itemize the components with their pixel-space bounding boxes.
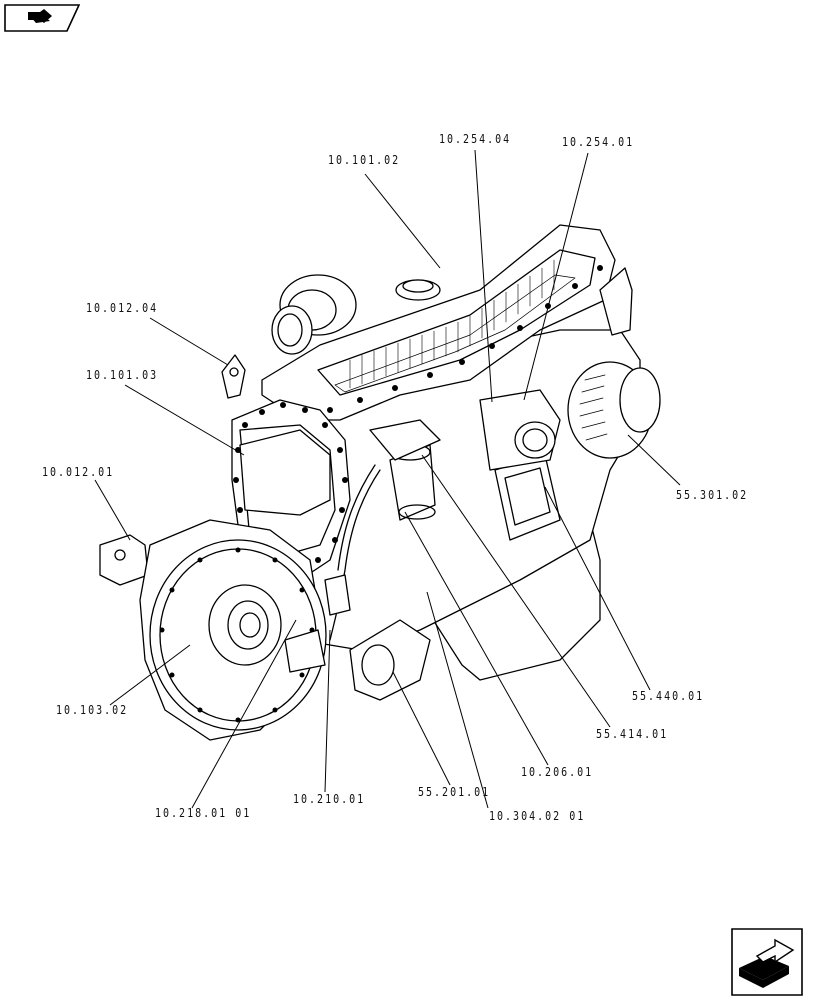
- callout-10-254-01[interactable]: 10.254.01: [562, 136, 635, 150]
- next-page-arrow-icon: [731, 928, 803, 996]
- callout-10-218-01-01[interactable]: 10.218.01 01: [155, 807, 252, 821]
- callout-10-012-04[interactable]: 10.012.04: [86, 302, 159, 316]
- callout-10-304-02-01[interactable]: 10.304.02 01: [489, 810, 586, 824]
- top-nav-badge[interactable]: [4, 4, 81, 36]
- callout-10-210-01[interactable]: 10.210.01: [293, 793, 366, 807]
- callout-55-301-02[interactable]: 55.301.02: [676, 489, 749, 503]
- callout-10-254-04[interactable]: 10.254.04: [439, 133, 512, 147]
- book-arrow-icon: [4, 4, 81, 32]
- leader-lines: [94, 149, 681, 809]
- callout-10-206-01[interactable]: 10.206.01: [521, 766, 594, 780]
- callout-55-440-01[interactable]: 55.440.01: [632, 690, 705, 704]
- callout-10-101-03[interactable]: 10.101.03: [86, 369, 159, 383]
- callout-10-012-01[interactable]: 10.012.01: [42, 466, 115, 480]
- callout-55-201-01[interactable]: 55.201.01: [418, 786, 491, 800]
- callout-10-101-02[interactable]: 10.101.02: [328, 154, 401, 168]
- callout-10-103-02[interactable]: 10.103.02: [56, 704, 129, 718]
- callout-55-414-01[interactable]: 55.414.01: [596, 728, 669, 742]
- next-page-badge[interactable]: [731, 928, 803, 1000]
